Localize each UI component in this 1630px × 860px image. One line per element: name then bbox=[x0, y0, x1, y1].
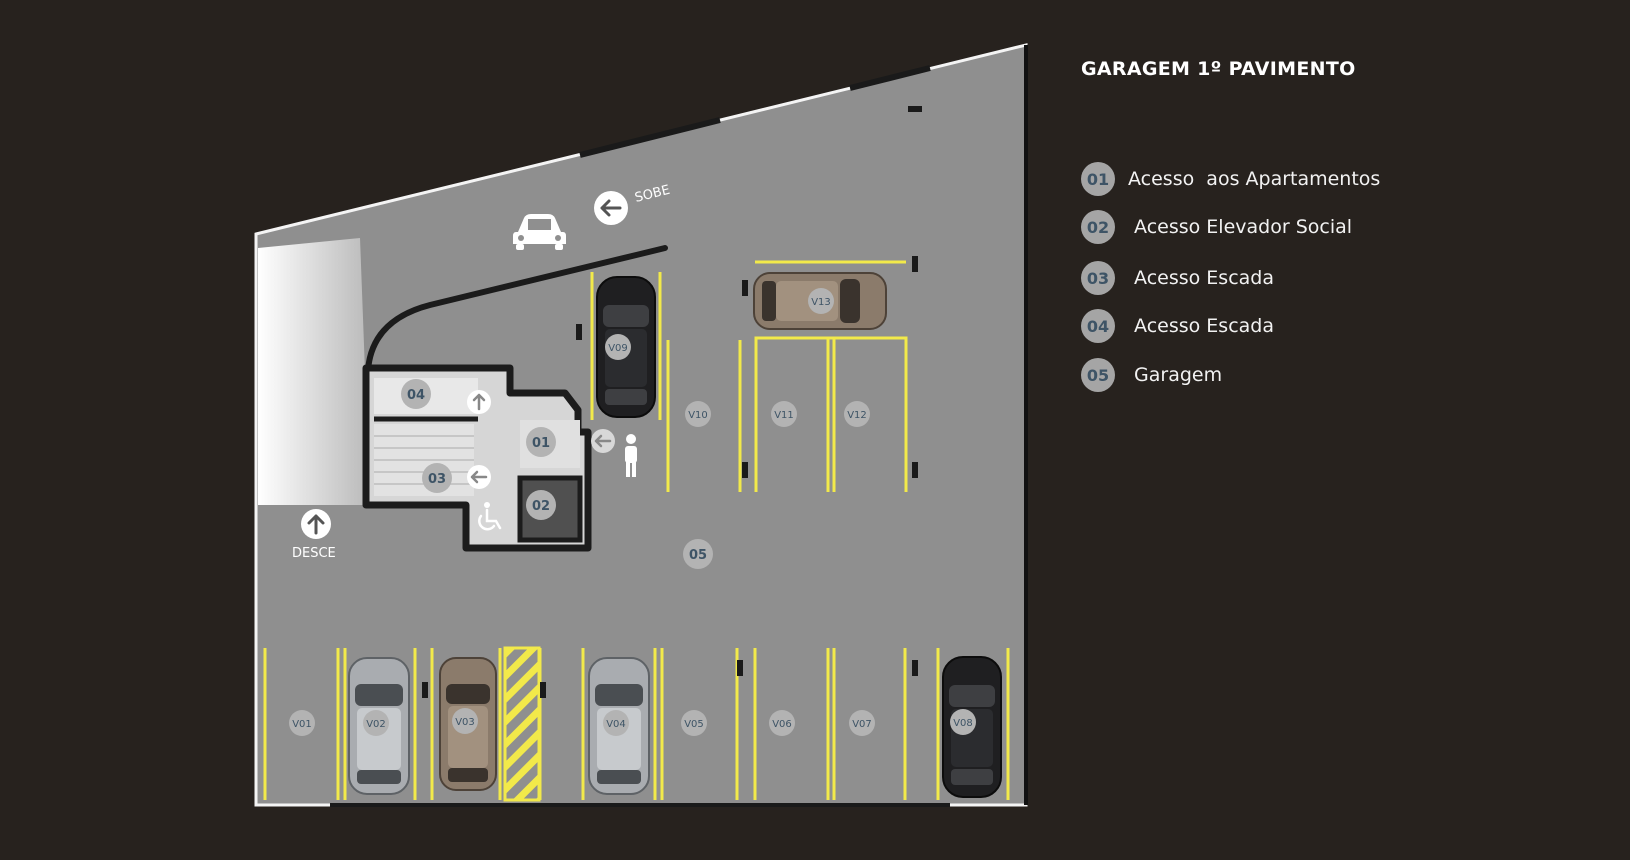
svg-text:05: 05 bbox=[689, 548, 707, 563]
legend-item-03: 03 Acesso Escada bbox=[1081, 261, 1274, 295]
svg-text:V06: V06 bbox=[772, 719, 792, 730]
arrow-left-icon bbox=[594, 191, 628, 225]
outer-wall-top-1 bbox=[579, 117, 721, 158]
arrow-up-icon bbox=[301, 509, 331, 539]
spot-v04: V04 bbox=[603, 710, 629, 736]
arrow-left-icon bbox=[591, 429, 615, 453]
spot-v10: V10 bbox=[685, 401, 711, 427]
outer-wall-top-2 bbox=[849, 65, 931, 91]
legend-badge: 04 bbox=[1081, 309, 1115, 343]
svg-text:V11: V11 bbox=[774, 410, 794, 421]
zone-badge-01: 01 bbox=[526, 427, 556, 457]
zone-badge-05: 05 bbox=[683, 539, 713, 569]
svg-text:01: 01 bbox=[532, 436, 550, 451]
svg-text:V08: V08 bbox=[953, 718, 973, 729]
legend-item-05: 05 Garagem bbox=[1081, 358, 1222, 392]
pillars bbox=[422, 106, 922, 698]
svg-text:V05: V05 bbox=[684, 719, 704, 730]
svg-text:V13: V13 bbox=[811, 297, 831, 308]
legend-badge: 03 bbox=[1081, 261, 1115, 295]
svg-text:V10: V10 bbox=[688, 410, 708, 421]
parking-lines-bottom bbox=[263, 648, 1010, 800]
svg-text:V01: V01 bbox=[292, 719, 312, 730]
legend-item-02: 02 Acesso Elevador Social bbox=[1081, 210, 1352, 244]
person-icon bbox=[625, 434, 637, 477]
spot-v08: V08 bbox=[950, 709, 976, 735]
spot-v01: V01 bbox=[289, 710, 315, 736]
spot-v06: V06 bbox=[769, 710, 795, 736]
svg-text:V03: V03 bbox=[455, 717, 475, 728]
wheelchair-icon bbox=[478, 502, 502, 531]
zone-badge-04: 04 bbox=[401, 379, 431, 409]
spot-v03: V03 bbox=[452, 708, 478, 734]
legend-label: Acesso Escada bbox=[1128, 267, 1274, 289]
spot-v12: V12 bbox=[844, 401, 870, 427]
arrow-left-icon bbox=[467, 465, 491, 489]
zone-badges: 01 02 03 04 05 bbox=[401, 379, 713, 569]
legend-item-04: 04 Acesso Escada bbox=[1081, 309, 1274, 343]
zone-badge-03: 03 bbox=[422, 463, 452, 493]
spot-v11: V11 bbox=[771, 401, 797, 427]
legend-badge: 02 bbox=[1081, 210, 1115, 244]
svg-text:V07: V07 bbox=[852, 719, 872, 730]
spot-v07: V07 bbox=[849, 710, 875, 736]
svg-text:03: 03 bbox=[428, 472, 446, 487]
parking-lines-middle bbox=[590, 260, 908, 492]
svg-text:V02: V02 bbox=[366, 719, 386, 730]
legend-badge: 05 bbox=[1081, 358, 1115, 392]
spot-badges: V01 V02 V03 V04 V05 V06 V07 V08 V09 V10 … bbox=[289, 288, 976, 736]
garage-floor-plan: V01 V02 V03 V04 V05 V06 V07 V08 V09 V10 … bbox=[254, 43, 1028, 807]
ramp-down-label: DESCE bbox=[292, 546, 336, 561]
svg-text:04: 04 bbox=[407, 388, 425, 403]
svg-text:V04: V04 bbox=[606, 719, 626, 730]
legend-label: Acesso Elevador Social bbox=[1128, 216, 1353, 238]
car-icon bbox=[513, 214, 566, 250]
legend-label: Acesso Escada bbox=[1128, 315, 1274, 337]
stair-treads bbox=[374, 435, 474, 485]
svg-text:V09: V09 bbox=[608, 343, 628, 354]
svg-text:02: 02 bbox=[532, 499, 550, 514]
arrow-up-icon bbox=[467, 390, 491, 414]
spot-v09: V09 bbox=[605, 334, 631, 360]
legend-item-01: 01 Acesso aos Apartamentos bbox=[1081, 162, 1380, 196]
legend-label: Garagem bbox=[1128, 364, 1223, 386]
svg-text:V12: V12 bbox=[847, 410, 867, 421]
spot-v13: V13 bbox=[808, 288, 834, 314]
spot-v02: V02 bbox=[363, 710, 389, 736]
guide-wall bbox=[365, 245, 668, 373]
legend-label: Acesso aos Apartamentos bbox=[1128, 168, 1381, 190]
legend-badge: 01 bbox=[1081, 162, 1115, 196]
ramp-area bbox=[258, 238, 370, 505]
zone-badge-02: 02 bbox=[526, 490, 556, 520]
accessible-hatch-zone bbox=[503, 646, 541, 802]
page-title: GARAGEM 1º PAVIMENTO bbox=[1081, 58, 1356, 80]
spot-v05: V05 bbox=[681, 710, 707, 736]
